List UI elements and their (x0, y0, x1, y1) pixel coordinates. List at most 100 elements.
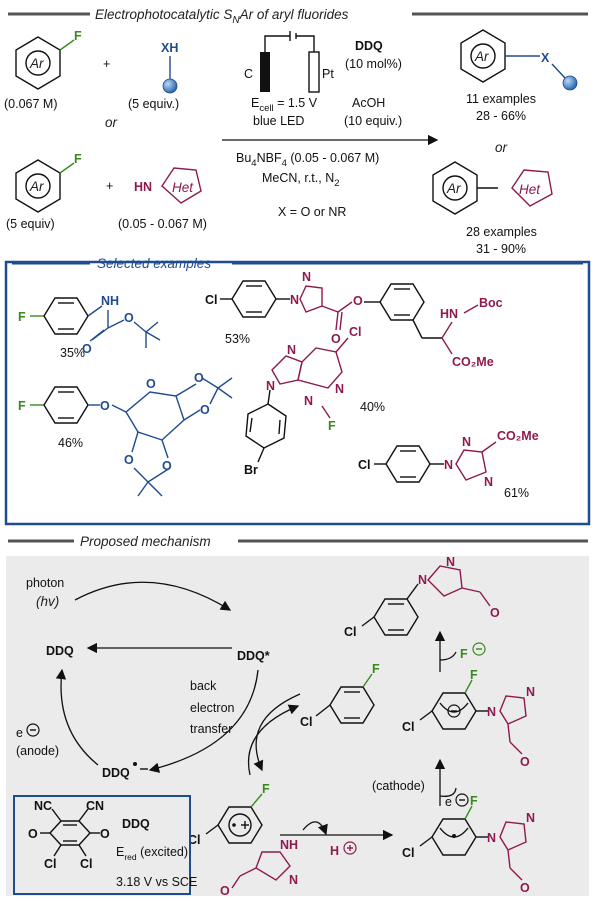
conc-2: (5 equiv) (6, 217, 55, 231)
svg-text:O: O (100, 399, 110, 413)
examples-panel (4, 260, 591, 526)
set-arrow (148, 669, 259, 773)
svg-text:O: O (220, 884, 230, 898)
ddq-structure: NC CN O O Cl Cl (28, 799, 110, 871)
svg-text:N: N (444, 458, 453, 472)
svg-text:Cl: Cl (205, 293, 218, 307)
aryl-fluoride-2: Ar F (15, 152, 82, 213)
conc-1: (0.067 M) (4, 97, 58, 111)
fluoride-curl (439, 651, 457, 661)
svg-text:Cl: Cl (80, 857, 93, 871)
plus-2: + (106, 179, 113, 193)
or-2: or (495, 140, 508, 155)
example-sugar-ether: F O O O O O O (18, 371, 233, 497)
svg-text:N: N (266, 379, 275, 393)
svg-text:HN: HN (134, 180, 152, 194)
svg-text:N: N (484, 475, 493, 489)
svg-text:F: F (262, 782, 270, 796)
svg-text:F: F (470, 668, 478, 682)
svg-text:CN: CN (86, 799, 104, 813)
svg-text:F: F (74, 29, 82, 43)
fluoride-label: F (460, 647, 468, 661)
svg-text:X: X (541, 51, 550, 65)
acid-label: AcOH (352, 96, 385, 110)
proton-label: H (330, 844, 339, 858)
svg-text:O: O (331, 332, 341, 346)
svg-text:C: C (244, 67, 253, 81)
substrate-in-arrow (253, 693, 301, 772)
equiv-2: (0.05 - 0.067 M) (118, 217, 207, 231)
svg-text:F: F (372, 662, 380, 676)
svg-text:O: O (520, 881, 530, 895)
cathode-label: (cathode) (372, 779, 425, 793)
example-triazole: Cl N N N CO₂Me (358, 429, 539, 489)
svg-text:N: N (302, 270, 311, 284)
svg-text:NH: NH (101, 294, 119, 308)
proton-charge (343, 841, 357, 855)
svg-text:Cl: Cl (402, 846, 415, 860)
product-ether: Ar X (460, 29, 578, 91)
salt-label: Bu4NBF4 (0.05 - 0.067 M) (236, 151, 379, 169)
svg-text:O: O (124, 453, 134, 467)
svg-text:N: N (290, 293, 299, 307)
radical-adduct: F N N O Cl (402, 794, 535, 895)
ddq-ground: DDQ (46, 644, 74, 658)
svg-text:F: F (328, 419, 336, 433)
svg-text:N: N (304, 394, 313, 408)
svg-text:N: N (446, 555, 455, 569)
light-label: blue LED (253, 114, 304, 128)
solvent-label: MeCN, r.t., N2 (262, 171, 340, 189)
example-carbamate: F NH O O (18, 294, 161, 356)
yield-sugar-ether: 46% (58, 436, 83, 450)
electron-cathode-symbol (455, 793, 469, 807)
svg-text:Ar: Ar (474, 49, 489, 64)
svg-text:Br: Br (244, 463, 258, 477)
svg-text:Boc: Boc (479, 296, 503, 310)
het-nucleophile: HN Het (134, 167, 202, 204)
svg-text:N: N (418, 573, 427, 587)
svg-text:Cl: Cl (44, 857, 57, 871)
substrate-chlorofluorobenzene: F Cl (300, 662, 380, 729)
svg-text:O: O (162, 459, 172, 473)
pyrazole-aldehyde: NH N O (220, 838, 298, 898)
electron-cathode: e (445, 795, 452, 809)
aryl-fluoride-1: Ar F (15, 29, 82, 90)
svg-text:N: N (487, 705, 496, 719)
svg-text:F: F (18, 399, 26, 413)
nucleophile-xh: XH (161, 41, 178, 94)
svg-text:O: O (146, 377, 156, 391)
svg-text:N: N (462, 435, 471, 449)
example-pyrazole-ester: Cl N N O O HN Boc CO₂Me (205, 270, 503, 369)
fluoride-charge (472, 642, 486, 656)
svg-text:N: N (289, 873, 298, 887)
back-et-arrow (247, 704, 300, 776)
svg-text:O: O (82, 342, 92, 356)
platinum-electrode (308, 51, 320, 93)
photon-label: photon (26, 576, 64, 590)
svg-text:Ar: Ar (29, 179, 44, 194)
transfer-label: transfer (190, 722, 232, 736)
svg-text:NC: NC (34, 799, 52, 813)
mechanism-header: Proposed mechanism (80, 534, 211, 549)
svg-text:Cl: Cl (188, 833, 201, 847)
ecell-label: Ecell = 1.5 V (251, 96, 318, 114)
electrochemical-cell: C Pt (244, 31, 334, 93)
result2-yield: 31 - 90% (476, 242, 526, 256)
equiv-1: (5 equiv.) (128, 97, 179, 111)
section-title: Electrophotocatalytic SNAr of aryl fluor… (95, 7, 349, 26)
ddq-box-potential: 3.18 V vs SCE (116, 875, 197, 889)
svg-text:CO₂Me: CO₂Me (497, 429, 539, 443)
electron-anode: e (16, 726, 23, 740)
svg-text:Ar: Ar (446, 181, 461, 196)
yield-purine: 40% (360, 400, 385, 414)
svg-text:Pt: Pt (322, 67, 334, 81)
svg-text:N: N (526, 811, 535, 825)
svg-text:O: O (100, 827, 110, 841)
svg-text:N: N (335, 382, 344, 396)
result1-count: 11 examples (466, 92, 536, 106)
svg-text:Cl: Cl (300, 715, 313, 729)
svg-text:O: O (28, 827, 38, 841)
svg-text:Cl: Cl (349, 325, 362, 339)
ddq-info-box (13, 795, 191, 895)
